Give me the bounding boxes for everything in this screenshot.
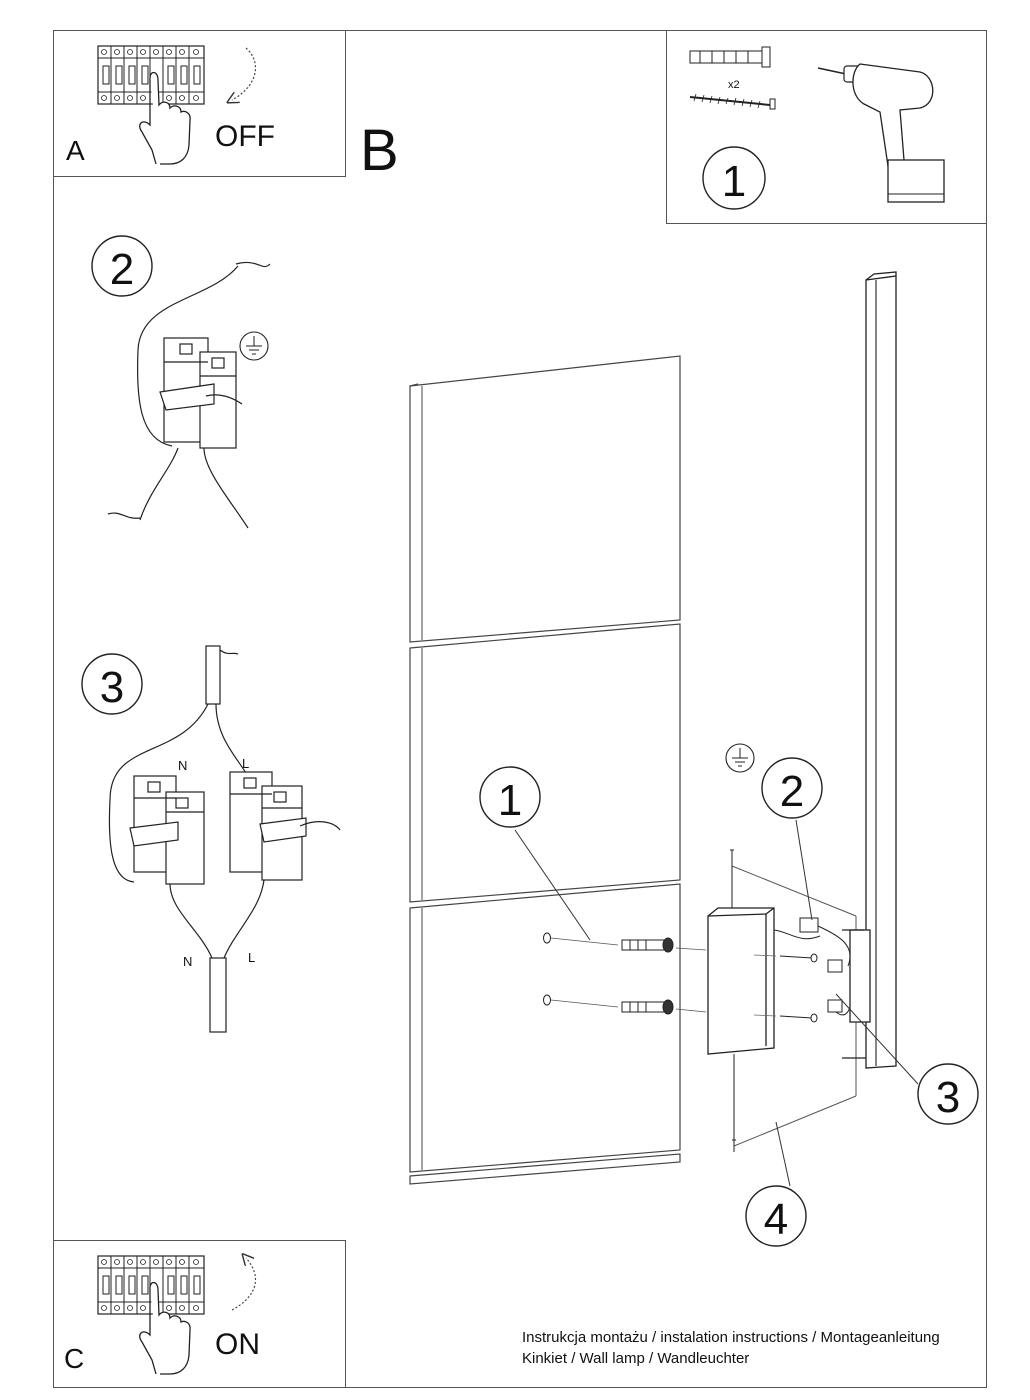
mount-step4-badge [745, 1185, 807, 1247]
leader-line-4 [775, 1121, 791, 1187]
plug-quantity: x2 [728, 79, 740, 91]
arrow-up-icon [231, 1258, 256, 1311]
wall-hole-icon [543, 932, 551, 1006]
panel-c-state: ON [215, 1328, 260, 1361]
leader-line-3 [835, 993, 919, 1085]
tools-step-badge [702, 146, 766, 210]
mount-step1-badge [479, 766, 541, 828]
leader-line-1 [514, 829, 591, 941]
label-neutral-top: N [178, 758, 187, 773]
cable-lamp [169, 879, 265, 1033]
step2-number: 2 [110, 245, 134, 294]
wall-plug-installed-upper [621, 937, 674, 953]
wall-plug-icon [689, 46, 771, 68]
screw-icon [689, 93, 776, 110]
label-neutral-bottom: N [183, 954, 192, 969]
mount-step3-number: 3 [936, 1073, 960, 1122]
mount-step2-badge [761, 757, 823, 819]
tools-step-number: 1 [722, 157, 746, 206]
ground-symbol-icon-main [725, 743, 755, 773]
label-live-bottom: L [248, 950, 255, 965]
hand-icon-thumb [139, 80, 157, 165]
label-live-top: L [242, 756, 249, 771]
hand-icon-c [149, 1281, 191, 1375]
drill-icon [817, 63, 945, 203]
tools-panel-frame [666, 30, 987, 224]
panel-a-frame [53, 30, 346, 177]
terminal-block-live [229, 771, 341, 881]
wall-lamp-bar [842, 271, 897, 1069]
wall-panels [409, 355, 681, 1185]
mount-step3-badge [917, 1063, 979, 1125]
outer-frame [53, 30, 987, 1388]
panel-c-frame [53, 1240, 346, 1388]
mount-step1-number: 1 [498, 776, 522, 825]
section-b-letter: B [360, 118, 399, 183]
footer-title: Instrukcja montażu / instalation instruc… [522, 1329, 940, 1346]
step3-number: 3 [100, 663, 124, 712]
hole-guide-lines [550, 937, 707, 1013]
hand-icon [149, 71, 191, 165]
panel-a-letter: A [66, 135, 85, 166]
terminal-block-neutral [129, 775, 205, 885]
panel-a-state: OFF [215, 120, 275, 153]
panel-c-letter: C [64, 1343, 84, 1374]
mount-step2-number: 2 [780, 767, 804, 816]
breaker-panel-off-icon [97, 45, 205, 105]
terminal-block-ground [107, 261, 271, 529]
hand-icon-c-thumb [139, 1290, 157, 1375]
mount-step4-number: 4 [764, 1195, 788, 1244]
wall-plug-installed-lower [621, 999, 674, 1015]
ground-symbol-icon [239, 331, 269, 361]
footer-subtitle: Kinkiet / Wall lamp / Wandleuchter [522, 1350, 750, 1367]
arrow-down-icon [232, 47, 256, 100]
bracket-screws [753, 953, 818, 1023]
step3-badge [81, 653, 143, 715]
step2-badge [91, 235, 153, 297]
lamp-wiring [773, 917, 853, 1016]
leader-line-2 [795, 819, 813, 921]
mounting-bracket [707, 907, 775, 1055]
